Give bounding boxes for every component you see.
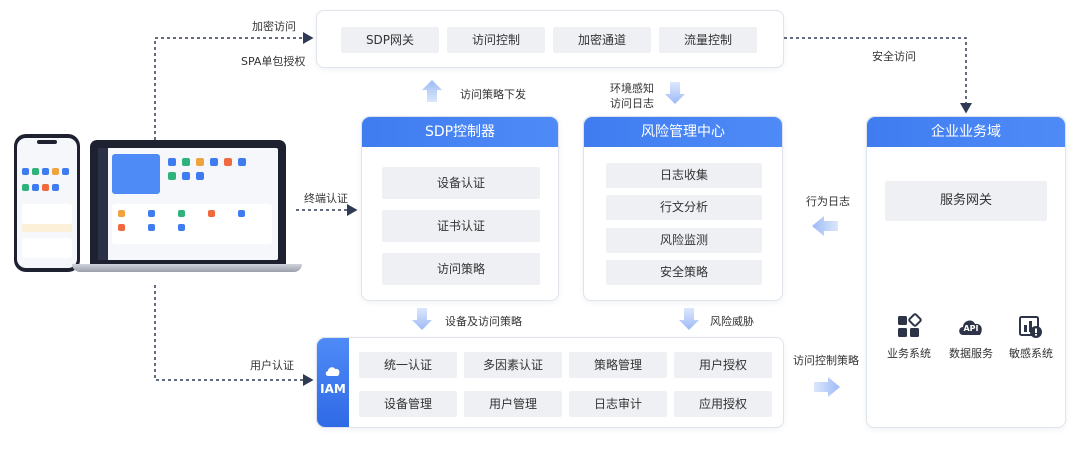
sdp-controller-title: SDP控制器: [362, 117, 558, 147]
label-policy-distribution: 访问策略下发: [460, 88, 526, 101]
cloud-icon: [325, 366, 341, 376]
risk-center-title: 风险管理中心: [584, 117, 782, 147]
behavior-log-arrow: [812, 216, 838, 236]
top-item-access-control: 访问控制: [447, 27, 545, 53]
phone-device: [14, 134, 80, 272]
env-perception-arrow: [665, 82, 685, 104]
label-terminal-auth: 终端认证: [304, 192, 348, 205]
api-icon-text: API: [963, 324, 979, 333]
access-control-policy-arrow: [814, 377, 840, 397]
enterprise-domain-panel: 企业业务域 服务网关 API 业务系统 数据服务 敏感系统: [866, 116, 1066, 428]
system-label-business: 业务系统: [887, 347, 931, 360]
sdp-item-cert-auth: 证书认证: [382, 210, 540, 242]
system-label-sensitive: 敏感系统: [1009, 347, 1053, 360]
iam-item-policy-mgmt: 策略管理: [569, 352, 667, 378]
iam-title: IAM: [320, 382, 346, 396]
risk-center-panel: 风险管理中心 日志收集 行文分析 风险监测 安全策略: [583, 116, 783, 301]
iam-item-log-audit: 日志审计: [569, 391, 667, 417]
risk-item-behavior-analysis: 行文分析: [606, 195, 762, 220]
devices-illustration: [12, 130, 302, 290]
label-access-log: 访问日志: [610, 97, 654, 110]
sdp-item-device-auth: 设备认证: [382, 167, 540, 199]
laptop-device: [90, 140, 286, 264]
encrypted-access-connector: [154, 32, 314, 140]
label-behavior-log: 行为日志: [806, 195, 850, 208]
phone-screen: [17, 138, 77, 268]
sdp-gateway-bar: SDP网关 访问控制 加密通道 流量控制: [316, 10, 784, 68]
iam-panel: IAM 统一认证 多因素认证 策略管理 用户授权 设备管理 用户管理 日志审计 …: [316, 337, 784, 428]
device-policy-arrow: [412, 308, 432, 330]
sensitive-system-icon: [1019, 315, 1043, 339]
policy-distribution-arrow: [422, 80, 442, 102]
user-auth-connector: [154, 285, 314, 386]
system-label-data-service: 数据服务: [949, 347, 993, 360]
risk-item-security-policy: 安全策略: [606, 260, 762, 285]
label-device-policy: 设备及访问策略: [445, 315, 522, 328]
risk-threat-arrow: [679, 308, 699, 330]
iam-item-device-mgmt: 设备管理: [359, 391, 457, 417]
laptop-base: [72, 264, 302, 272]
iam-sidebar: IAM: [317, 338, 349, 427]
label-secure-access: 安全访问: [872, 50, 916, 63]
api-cloud-icon: API: [957, 315, 985, 339]
label-encrypted-access: 加密访问: [252, 20, 296, 33]
label-spa-auth: SPA单包授权: [241, 55, 306, 68]
business-system-icon: [897, 313, 922, 339]
sdp-controller-panel: SDP控制器 设备认证 证书认证 访问策略: [361, 116, 559, 301]
iam-item-app-authz: 应用授权: [674, 391, 772, 417]
secure-access-connector: [784, 37, 972, 114]
iam-item-unified-auth: 统一认证: [359, 352, 457, 378]
risk-item-log-collect: 日志收集: [606, 163, 762, 188]
enterprise-domain-title: 企业业务域: [867, 117, 1065, 147]
iam-item-user-authz: 用户授权: [674, 352, 772, 378]
label-access-control-policy: 访问控制策略: [793, 354, 859, 367]
top-item-encrypted-channel: 加密通道: [553, 27, 651, 53]
top-item-sdp-gateway: SDP网关: [341, 27, 439, 53]
label-user-auth: 用户认证: [250, 359, 294, 372]
top-item-traffic-control: 流量控制: [659, 27, 757, 53]
risk-item-risk-monitor: 风险监测: [606, 228, 762, 253]
service-gateway: 服务网关: [885, 181, 1047, 221]
iam-item-user-mgmt: 用户管理: [464, 391, 562, 417]
iam-item-mfa: 多因素认证: [464, 352, 562, 378]
label-risk-threat: 风险威胁: [710, 315, 754, 328]
laptop-screen: [98, 148, 278, 260]
label-env-perception: 环境感知: [610, 82, 654, 95]
sdp-item-access-policy: 访问策略: [382, 253, 540, 285]
